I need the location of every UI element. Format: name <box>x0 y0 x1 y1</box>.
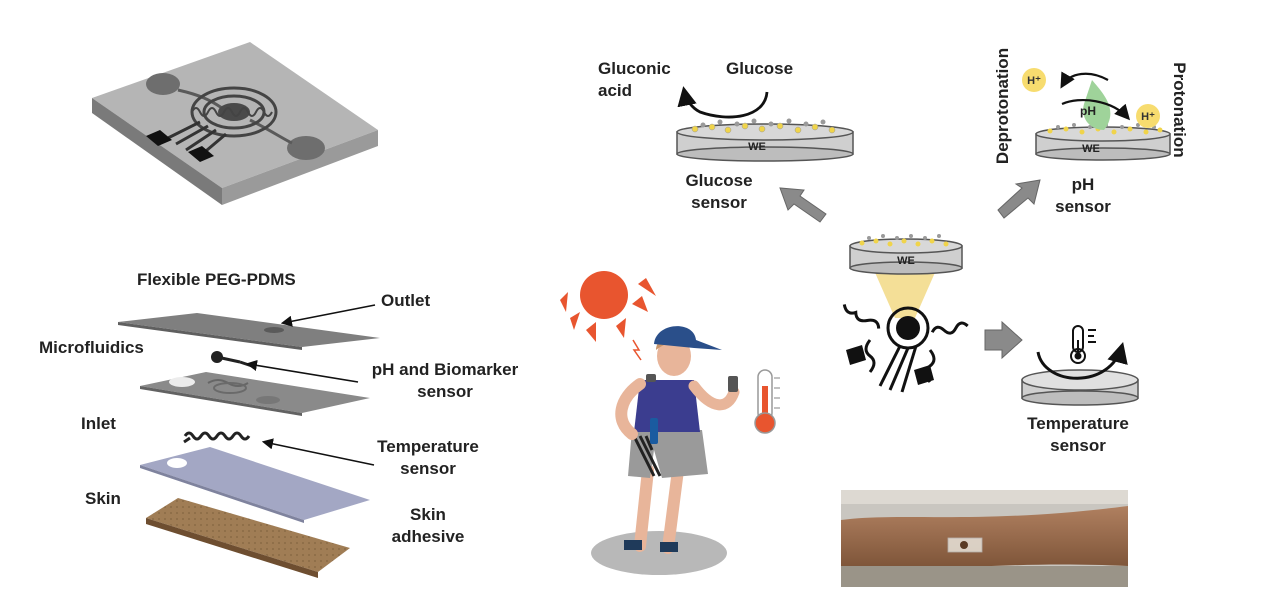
ph-electrode: WE <box>1035 123 1171 161</box>
label-ph-biomarker-sensor: pH and Biomarker sensor <box>371 360 519 401</box>
arrow-to-ph-sensor <box>997 179 1041 219</box>
central-we-label: WE <box>897 255 915 267</box>
label-flexible-peg-pdms: Flexible PEG-PDMS <box>137 270 296 289</box>
proton-label-left: H⁺ <box>1027 75 1041 87</box>
ph-sensor-pointer <box>245 359 359 383</box>
sun-icon <box>560 271 656 342</box>
label-inlet: Inlet <box>81 414 116 433</box>
arrow-to-glucose-sensor <box>779 187 827 223</box>
ph-droplet-label: pH <box>1080 104 1096 118</box>
thermometer-icon <box>1070 325 1096 364</box>
proton-label-right: H⁺ <box>1141 111 1155 123</box>
device-3d-view <box>92 42 378 205</box>
label-deprotonation: Deprotonation <box>993 47 1012 165</box>
temperature-rotation-icon <box>1036 341 1128 380</box>
outlet-pointer <box>280 304 376 327</box>
label-temperature-layer: Temperature sensor <box>377 437 479 478</box>
label-outlet: Outlet <box>381 291 431 310</box>
label-glucose: Glucose <box>726 59 794 78</box>
glucose-electrode: WE <box>676 118 854 162</box>
central-electrode: WE <box>849 234 963 318</box>
temperature-disc <box>1021 369 1139 406</box>
sensor-pattern <box>842 304 969 393</box>
proton-icon-left <box>1022 68 1046 92</box>
glucose-we-label: WE <box>748 141 766 153</box>
label-temperature-sensor: Temperature sensor <box>1027 414 1129 455</box>
arm-photo <box>841 490 1128 587</box>
arrow-to-temperature-sensor <box>984 320 1023 360</box>
deprotonation-arrow <box>1060 71 1109 89</box>
thermometer-illustration-icon <box>754 369 780 434</box>
ph-we-label: WE <box>1082 143 1100 155</box>
protonation-arrow <box>1061 98 1131 121</box>
label-microfluidics: Microfluidics <box>39 338 144 357</box>
temperature-pointer <box>261 438 375 466</box>
proton-icon-right <box>1136 104 1160 128</box>
label-protonation: Protonation <box>1170 62 1189 158</box>
label-skin: Skin <box>85 489 121 508</box>
ph-droplet <box>1083 80 1111 130</box>
label-skin-adhesive: Skin adhesive <box>391 505 465 546</box>
label-glucose-sensor: Glucose sensor <box>685 171 753 212</box>
label-gluconic-acid: Gluconic acid <box>598 59 671 100</box>
label-ph-sensor: pH sensor <box>1055 175 1111 216</box>
glucose-oxidation-arrow <box>677 86 769 119</box>
exploded-layer-stack <box>118 313 380 578</box>
athlete-illustration <box>560 271 740 575</box>
